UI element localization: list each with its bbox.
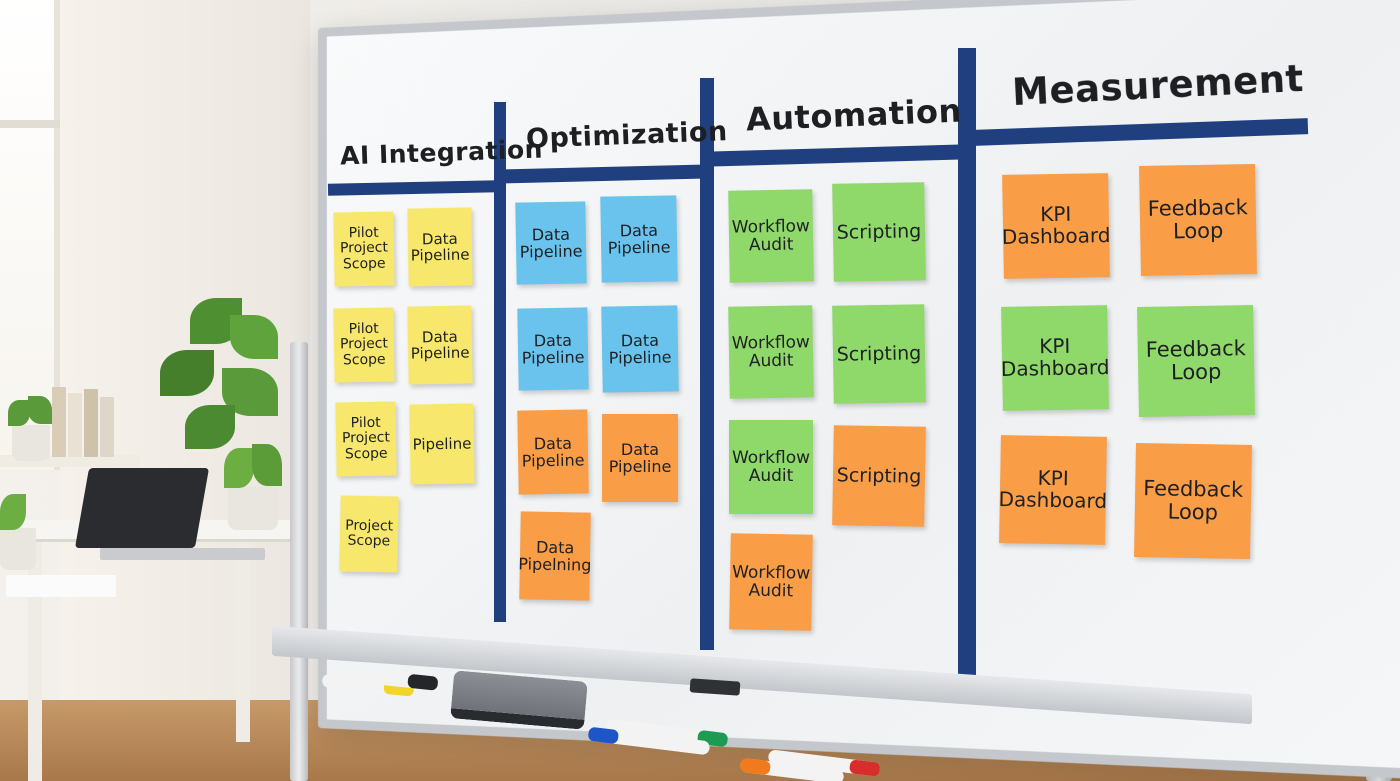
- tape-column-divider: [958, 48, 976, 693]
- sticky-note[interactable]: Data Pipeline: [407, 305, 473, 385]
- sticky-note[interactable]: KPI Dashboard: [998, 435, 1107, 545]
- sticky-note[interactable]: Feedback Loop: [1137, 304, 1255, 418]
- tape-column-divider: [494, 102, 506, 622]
- laptop-base: [100, 548, 265, 560]
- laptop: [74, 468, 210, 548]
- window: [0, 0, 60, 470]
- sticky-note[interactable]: Pilot Project Scope: [333, 211, 395, 287]
- sticky-note[interactable]: Workflow Audit: [728, 305, 814, 399]
- plant-leaf: [252, 444, 282, 486]
- sticky-note[interactable]: Workflow Audit: [728, 189, 814, 283]
- sticky-note[interactable]: Feedback Loop: [1134, 442, 1252, 560]
- sticky-note[interactable]: Feedback Loop: [1139, 163, 1257, 277]
- sticky-note[interactable]: Workflow Audit: [729, 420, 813, 514]
- plant-leaf: [230, 315, 278, 359]
- sticky-note[interactable]: Pilot Project Scope: [335, 401, 397, 477]
- book: [68, 393, 82, 457]
- plant-pot: [0, 528, 36, 570]
- sticky-note[interactable]: Data Pipeline: [515, 201, 587, 285]
- sticky-note[interactable]: Workflow Audit: [729, 533, 813, 631]
- sticky-note[interactable]: Data Pipeline: [601, 305, 679, 393]
- sticky-note[interactable]: Scripting: [832, 182, 926, 282]
- sticky-note[interactable]: Data Pipeline: [517, 307, 589, 391]
- sticky-note[interactable]: Data Pipeline: [517, 409, 589, 495]
- tape-column-divider: [700, 78, 714, 650]
- plant-pot: [228, 486, 278, 530]
- stand-post-left: [290, 342, 308, 781]
- marker-cap: [407, 673, 439, 691]
- sticky-note[interactable]: Data Pipelning: [518, 511, 592, 601]
- sticky-note[interactable]: KPI Dashboard: [1002, 173, 1111, 279]
- plant-leaf: [185, 405, 235, 449]
- sticky-note[interactable]: Scripting: [832, 304, 926, 404]
- sticky-note[interactable]: Scripting: [832, 425, 926, 527]
- plant-leaf: [224, 448, 254, 488]
- sticky-note[interactable]: Data Pipeline: [602, 414, 678, 502]
- book: [52, 387, 66, 457]
- plant-leaf: [8, 400, 30, 426]
- plant-pot: [12, 425, 50, 461]
- notepad: [6, 575, 116, 597]
- book: [100, 397, 114, 457]
- sticky-note[interactable]: Data Pipeline: [600, 195, 678, 283]
- plant-leaf: [0, 494, 26, 530]
- plant-leaf: [160, 350, 214, 396]
- window-frame-bar: [0, 120, 60, 128]
- sticky-note[interactable]: Project Scope: [339, 495, 399, 573]
- desk-leg: [28, 542, 42, 781]
- sticky-note[interactable]: KPI Dashboard: [1001, 305, 1110, 411]
- book: [84, 389, 98, 457]
- sticky-note[interactable]: Pipeline: [409, 403, 475, 485]
- books-stack: [52, 385, 122, 457]
- plant-leaf: [28, 396, 52, 424]
- desk-leg: [236, 542, 250, 742]
- sticky-note[interactable]: Data Pipeline: [407, 207, 473, 287]
- sticky-note[interactable]: Pilot Project Scope: [333, 307, 395, 383]
